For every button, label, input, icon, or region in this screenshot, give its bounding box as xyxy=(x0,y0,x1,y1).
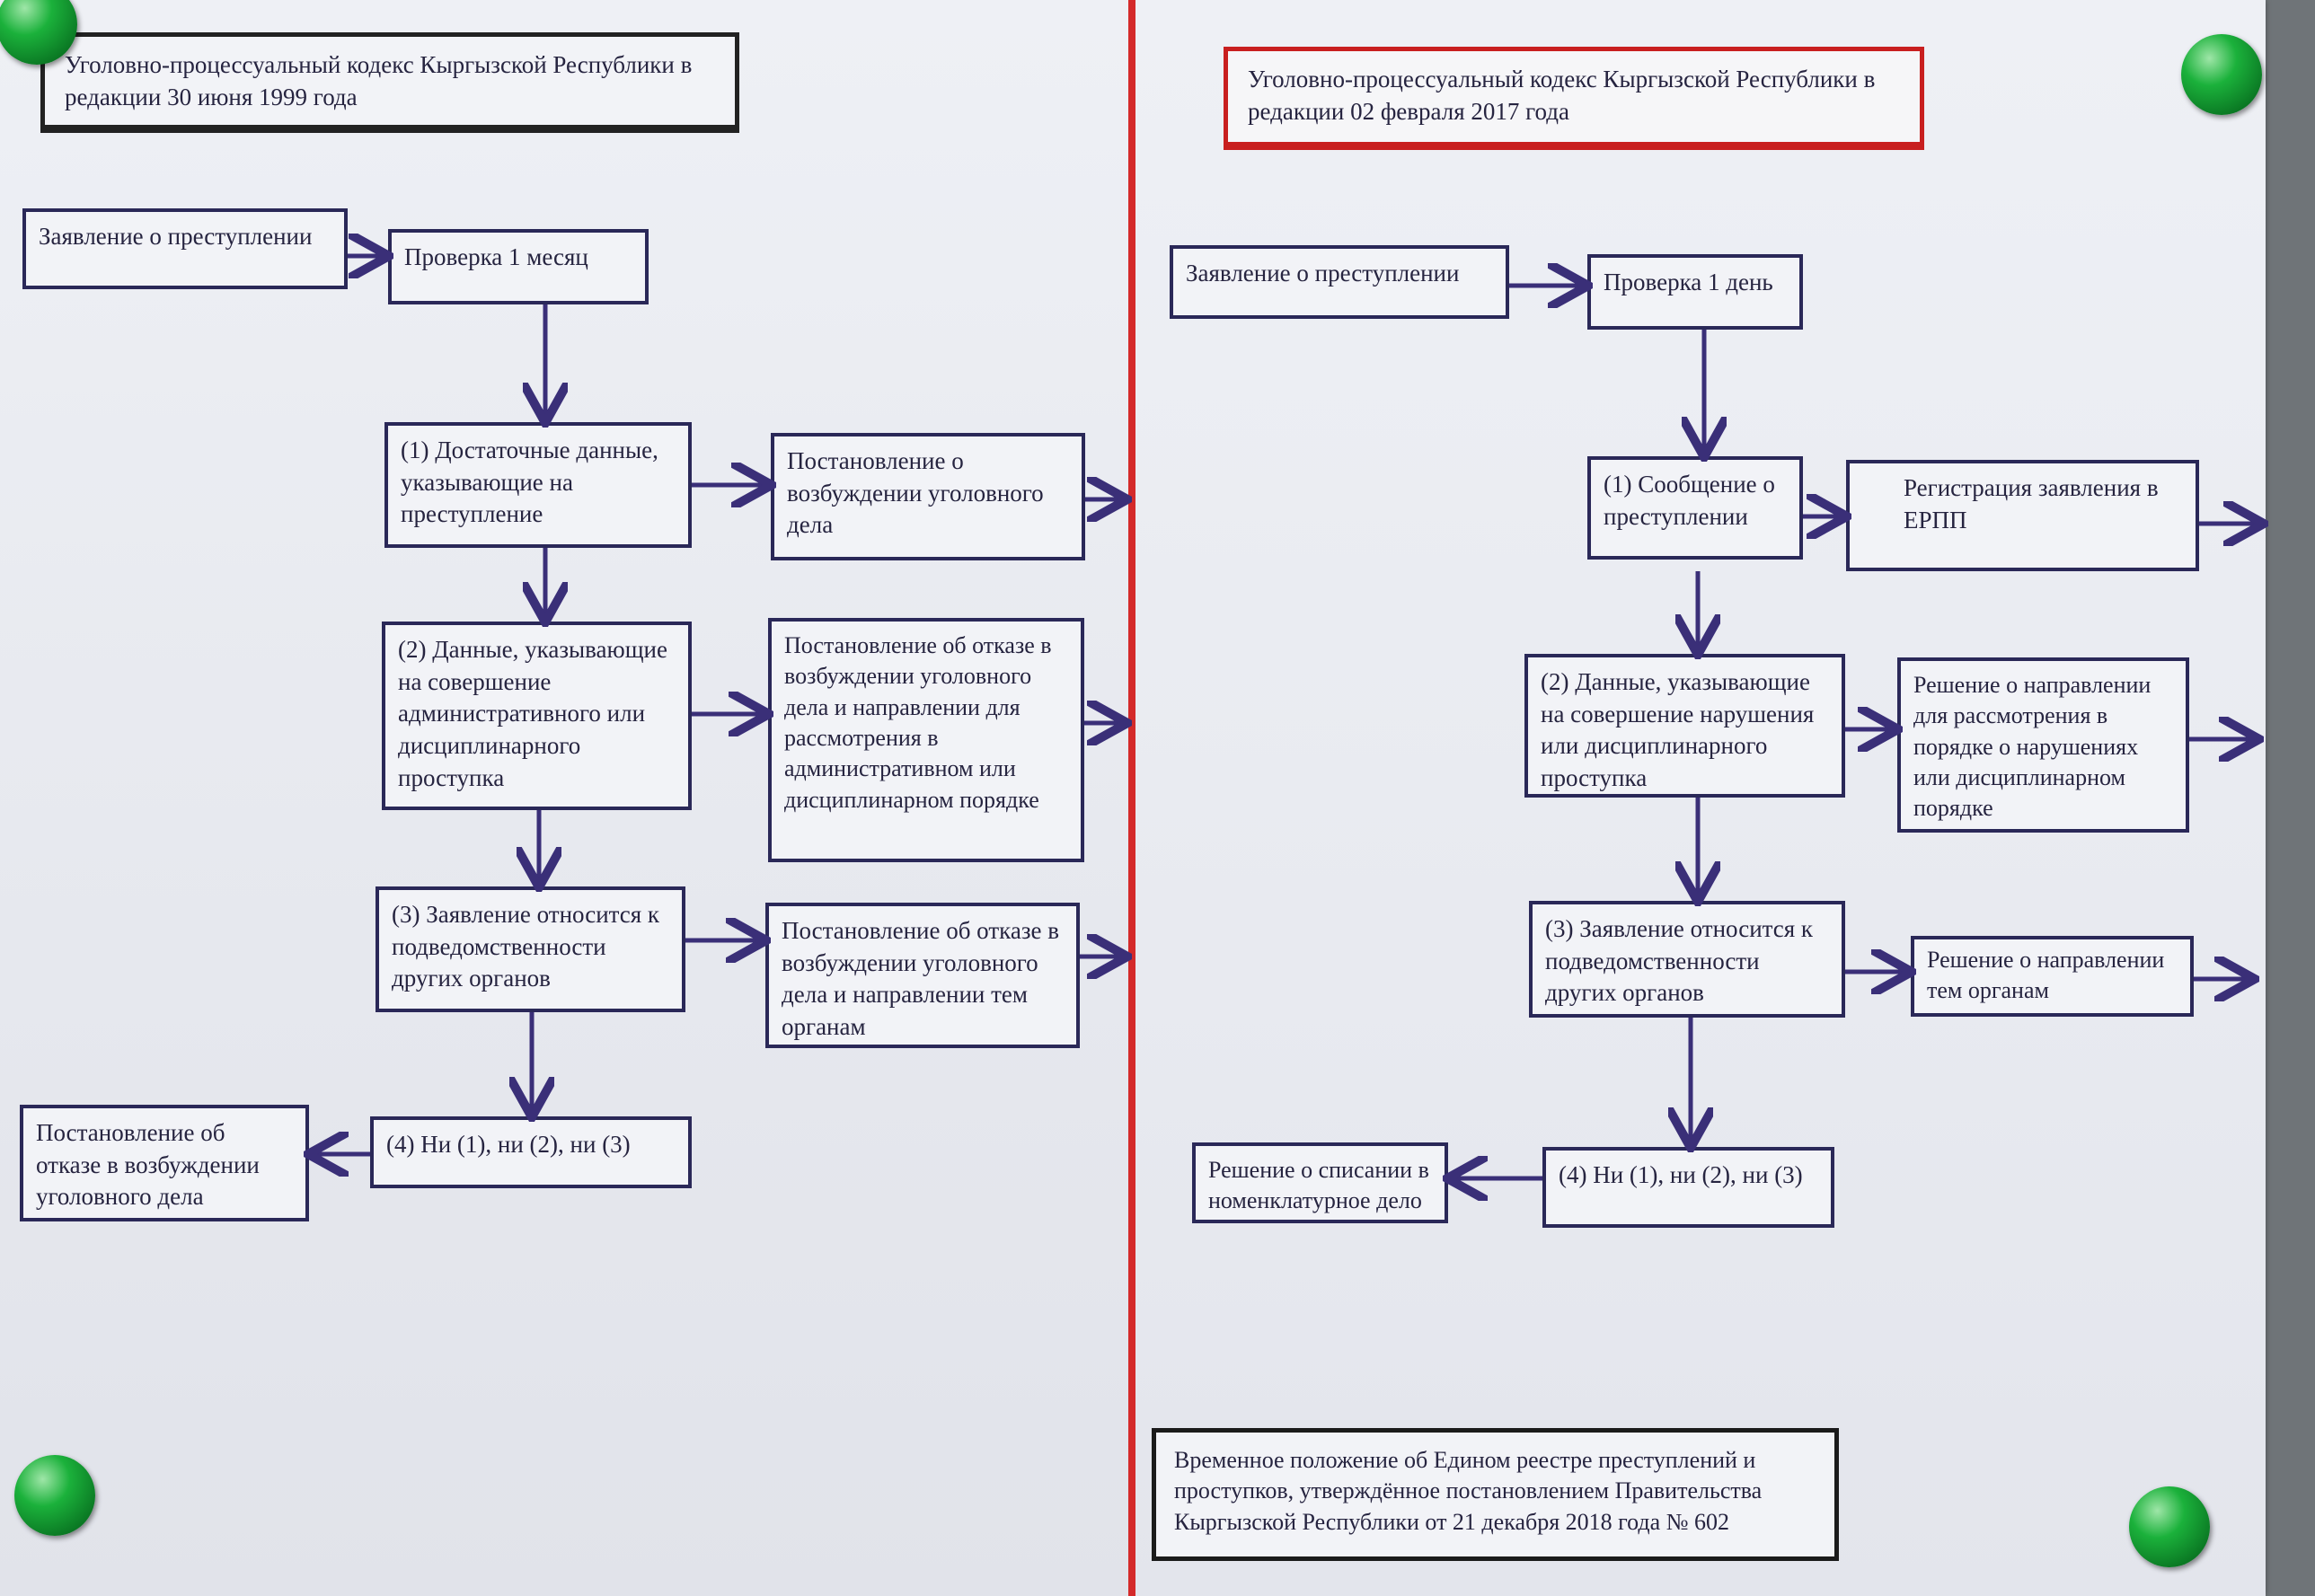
right-res3-box: Решение о направлении тем органам xyxy=(1911,936,2194,1017)
right-res1-box: Регистрация заявления в ЕРПП xyxy=(1846,460,2199,571)
right-cond3-box: (3) Заявление относится к подведомственн… xyxy=(1529,901,1845,1018)
pin-top-right-icon xyxy=(2181,34,2262,115)
pin-bottom-left-icon xyxy=(14,1455,95,1536)
left-header: Уголовно-процессуальный кодекс Кыргызско… xyxy=(40,32,739,133)
right-res4-box: Решение о списании в номенклатурное дело xyxy=(1192,1142,1448,1223)
right-header: Уголовно-процессуальный кодекс Кыргызско… xyxy=(1224,47,1924,150)
left-cond1-box: (1) Достаточные данные, указывающие на п… xyxy=(384,422,692,548)
pin-bottom-right-icon xyxy=(2129,1486,2210,1567)
right-statement-box: Заявление о преступлении xyxy=(1170,245,1509,319)
left-res1-box: Постановление о возбуждении уголовного д… xyxy=(771,433,1085,560)
red-divider xyxy=(1128,0,1135,1596)
left-res4-box: Постановление об отказе в возбуждении уг… xyxy=(20,1105,309,1221)
left-res2-box: Постановление об отказе в возбуждении уг… xyxy=(768,618,1084,862)
left-statement-box: Заявление о преступлении xyxy=(22,208,348,289)
right-res2-box: Решение о направлении для рассмотрения в… xyxy=(1897,657,2189,833)
right-cond2-box: (2) Данные, указывающие на совершение на… xyxy=(1524,654,1845,798)
left-check-box: Проверка 1 месяц xyxy=(388,229,649,304)
right-cond4-box: (4) Ни (1), ни (2), ни (3) xyxy=(1542,1147,1834,1228)
left-cond2-box: (2) Данные, указывающие на совершение ад… xyxy=(382,622,692,810)
right-cond1-box: (1) Сообщение о преступлении xyxy=(1587,456,1803,560)
legal-basis-box: Временное положение об Едином реестре пр… xyxy=(1152,1428,1839,1561)
right-check-box: Проверка 1 день xyxy=(1587,254,1803,330)
left-res3-box: Постановление об отказе в возбуждении уг… xyxy=(765,903,1080,1048)
